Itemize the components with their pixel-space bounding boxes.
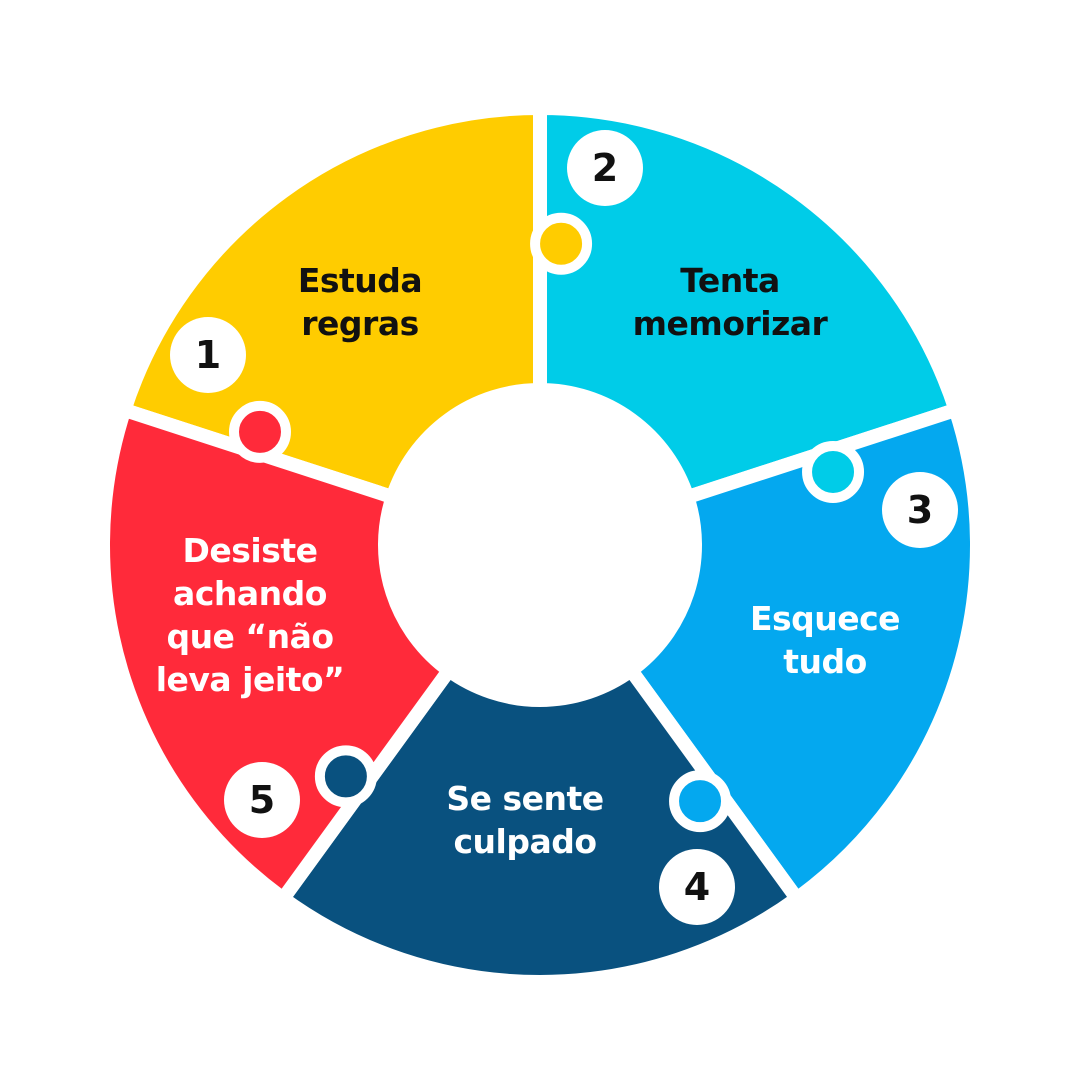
puzzle-knob-1 bbox=[530, 212, 593, 275]
puzzle-knob-4 bbox=[314, 745, 377, 808]
step-5-label: Desiste achando que “não leva jeito” bbox=[155, 531, 345, 699]
step-2-label: Tenta memorizar bbox=[632, 261, 828, 343]
puzzle-piece-2 bbox=[533, 101, 963, 505]
puzzle-piece-1 bbox=[117, 101, 547, 505]
step-1-label: Estuda regras bbox=[297, 261, 423, 343]
step-4-number-badge: 4 bbox=[659, 849, 735, 925]
puzzle-knob-3 bbox=[669, 770, 732, 833]
step-3-number-badge: 3 bbox=[882, 472, 958, 548]
step-3-label: Esquece tudo bbox=[749, 599, 901, 681]
step-4-label: Se sente culpado bbox=[446, 779, 604, 861]
puzzle-knob-2 bbox=[802, 440, 865, 503]
step-5-number-badge: 5 bbox=[224, 762, 300, 838]
step-1-number-badge: 1 bbox=[170, 317, 246, 393]
puzzle-knob-5 bbox=[228, 400, 291, 463]
step-2-number-badge: 2 bbox=[567, 130, 643, 206]
